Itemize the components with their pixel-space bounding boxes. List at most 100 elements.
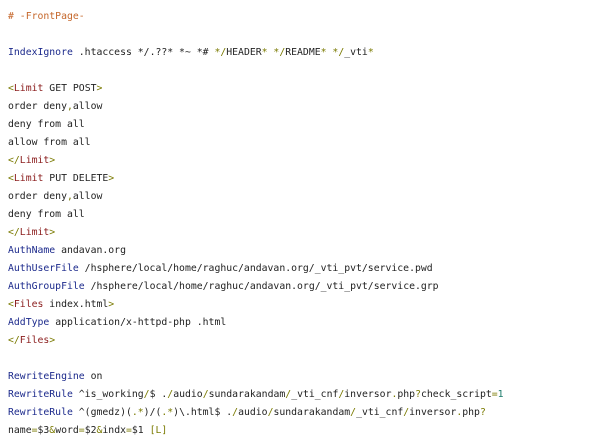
code-token: & <box>96 425 103 436</box>
code-token: _vti_cnf <box>291 389 339 400</box>
code-token: Limit <box>19 227 50 238</box>
code-token: README <box>285 47 321 58</box>
code-token: = <box>31 425 38 436</box>
code-token: deny from all <box>8 119 85 130</box>
code-line: <Files index.html> <box>8 296 504 314</box>
code-token: andavan.org <box>55 245 126 256</box>
code-token: on <box>84 371 103 382</box>
code-token: /hsphere/local/home/raghuc/andavan.org/_… <box>78 263 433 274</box>
code-token: allow <box>72 101 103 112</box>
code-token: AuthGroupFile <box>8 281 85 292</box>
code-token: / <box>403 407 410 418</box>
code-token: )\.html$ . <box>173 407 233 418</box>
code-line: # -FrontPage- <box>8 8 504 26</box>
code-token: Files <box>13 299 44 310</box>
code-token: > <box>108 299 115 310</box>
code-token: / <box>350 407 357 418</box>
code-token: php <box>462 407 480 418</box>
code-token: ? <box>415 389 421 400</box>
code-token: / <box>143 389 150 400</box>
code-token: , <box>66 191 73 202</box>
code-token: / <box>202 389 209 400</box>
code-token: */ <box>214 47 227 58</box>
code-line: RewriteRule ^is_working/$ ./audio/sundar… <box>8 386 504 404</box>
code-token: GET POST <box>43 83 97 94</box>
code-token: IndexIgnore <box>8 47 73 58</box>
code-token: = <box>126 425 132 436</box>
code-token: </ <box>8 227 20 238</box>
code-token: ^is_working <box>72 389 144 400</box>
code-token: indx <box>102 425 126 436</box>
code-token: . <box>456 407 463 418</box>
code-token: < <box>8 173 14 184</box>
code-token: allow from all <box>8 137 91 148</box>
code-token: / <box>338 389 345 400</box>
code-token: * */ <box>320 47 345 58</box>
code-token: AuthName <box>8 245 56 256</box>
code-line: order deny,allow <box>8 98 504 116</box>
code-line: AuthUserFile /hsphere/local/home/raghuc/… <box>8 260 504 278</box>
code-line: RewriteRule ^(gmedz)(.*)/(.*)\.html$ ./a… <box>8 404 504 422</box>
code-token: ? <box>479 407 486 418</box>
code-line: <Limit GET POST> <box>8 80 504 98</box>
code-line: </Limit> <box>8 152 504 170</box>
code-line: RewriteEngine on <box>8 368 504 386</box>
code-token: sundarakandam <box>208 389 286 400</box>
code-token: # -FrontPage- <box>8 11 85 22</box>
code-token: inversor <box>344 389 392 400</box>
blank-line <box>8 26 504 44</box>
code-token: > <box>49 335 56 346</box>
code-token: PUT DELETE <box>43 173 109 184</box>
code-line: IndexIgnore .htaccess */.??* *~ *# */HEA… <box>8 44 504 62</box>
code-token: > <box>108 173 115 184</box>
code-token: audio <box>238 407 268 418</box>
code-token: > <box>96 83 103 94</box>
code-token: $3 <box>37 425 50 436</box>
code-token: * */ <box>261 47 286 58</box>
code-token: audio <box>173 389 203 400</box>
code-token: php <box>397 389 416 400</box>
code-token: </ <box>8 335 20 346</box>
code-line: </Limit> <box>8 224 504 242</box>
code-token: .* <box>131 407 144 418</box>
code-token: > <box>49 227 56 238</box>
code-token: 1 <box>497 389 504 400</box>
code-token: _vti <box>344 47 368 58</box>
code-token: < <box>8 299 14 310</box>
code-line: name=$3&word=$2&indx=$1 [L] <box>8 422 504 440</box>
blank-line <box>8 350 504 368</box>
code-token: allow <box>72 191 103 202</box>
code-token: AddType <box>8 317 50 328</box>
code-token: . <box>391 389 398 400</box>
code-line: deny from all <box>8 206 504 224</box>
code-line: allow from all <box>8 134 504 152</box>
code-token: Limit <box>13 83 44 94</box>
code-line: AddType application/x-httpd-php .html <box>8 314 504 332</box>
code-line: AuthName andavan.org <box>8 242 504 260</box>
code-token: Limit <box>13 173 44 184</box>
code-token: name <box>8 425 32 436</box>
code-token: ^(gmedz)( <box>72 407 132 418</box>
code-token: _vti_cnf <box>356 407 404 418</box>
code-token: RewriteRule <box>8 407 73 418</box>
code-line: deny from all <box>8 116 504 134</box>
code-token: )/( <box>143 407 162 418</box>
code-token: $ . <box>149 389 168 400</box>
code-line: order deny,allow <box>8 188 504 206</box>
code-token: inversor <box>409 407 457 418</box>
code-line: <Limit PUT DELETE> <box>8 170 504 188</box>
blank-line <box>8 62 504 80</box>
code-token: .htaccess */.??* *~ *# <box>72 47 215 58</box>
code-token: = <box>78 425 85 436</box>
code-token: / <box>232 407 239 418</box>
code-token: deny from all <box>8 209 85 220</box>
code-token: </ <box>8 155 20 166</box>
code-token: * <box>367 47 374 58</box>
code-token: /hsphere/local/home/raghuc/andavan.org/_… <box>84 281 439 292</box>
code-token: / <box>267 407 274 418</box>
code-token: < <box>8 83 14 94</box>
code-token: RewriteRule <box>8 389 73 400</box>
code-token: index.html <box>43 299 109 310</box>
code-token: .* <box>161 407 174 418</box>
code-token: , <box>66 101 73 112</box>
